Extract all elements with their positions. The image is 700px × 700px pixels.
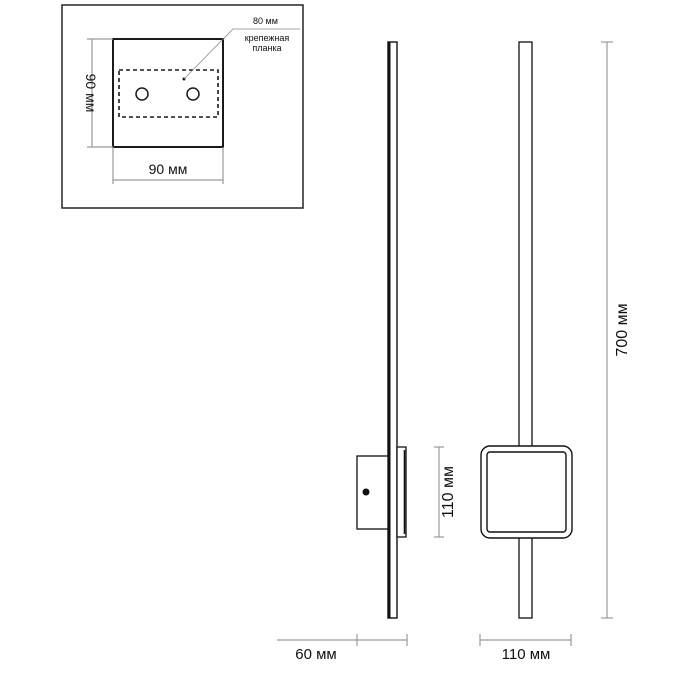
mounting-plate-outline [118, 69, 219, 118]
wall-mount-box [356, 455, 389, 530]
screw-hole [186, 87, 200, 101]
mount-screw-icon [362, 488, 370, 496]
side-lamp-head [396, 446, 407, 538]
plate-size-label: 80 мм [253, 16, 278, 26]
plate-label-line2: планка [252, 43, 281, 53]
inset-width-label: 90 мм [149, 161, 188, 177]
inset-height-label: 90 мм [83, 74, 99, 113]
mounting-inset: 80 мм крепежная планка 90 мм 90 мм [61, 4, 304, 209]
front-width-label: 110 мм [502, 646, 551, 663]
side-rod [387, 41, 398, 619]
box-height-label: 110 мм [440, 466, 457, 518]
total-height-label: 700 мм [614, 303, 631, 356]
front-view: 110 мм 700 мм [479, 41, 631, 663]
side-view: 110 мм 60 мм [277, 41, 457, 663]
plate-label-line1: крепежная [245, 33, 290, 43]
screw-hole [135, 87, 149, 101]
leader-line [183, 28, 300, 80]
depth-label: 60 мм [295, 646, 336, 663]
base-square [112, 38, 224, 148]
